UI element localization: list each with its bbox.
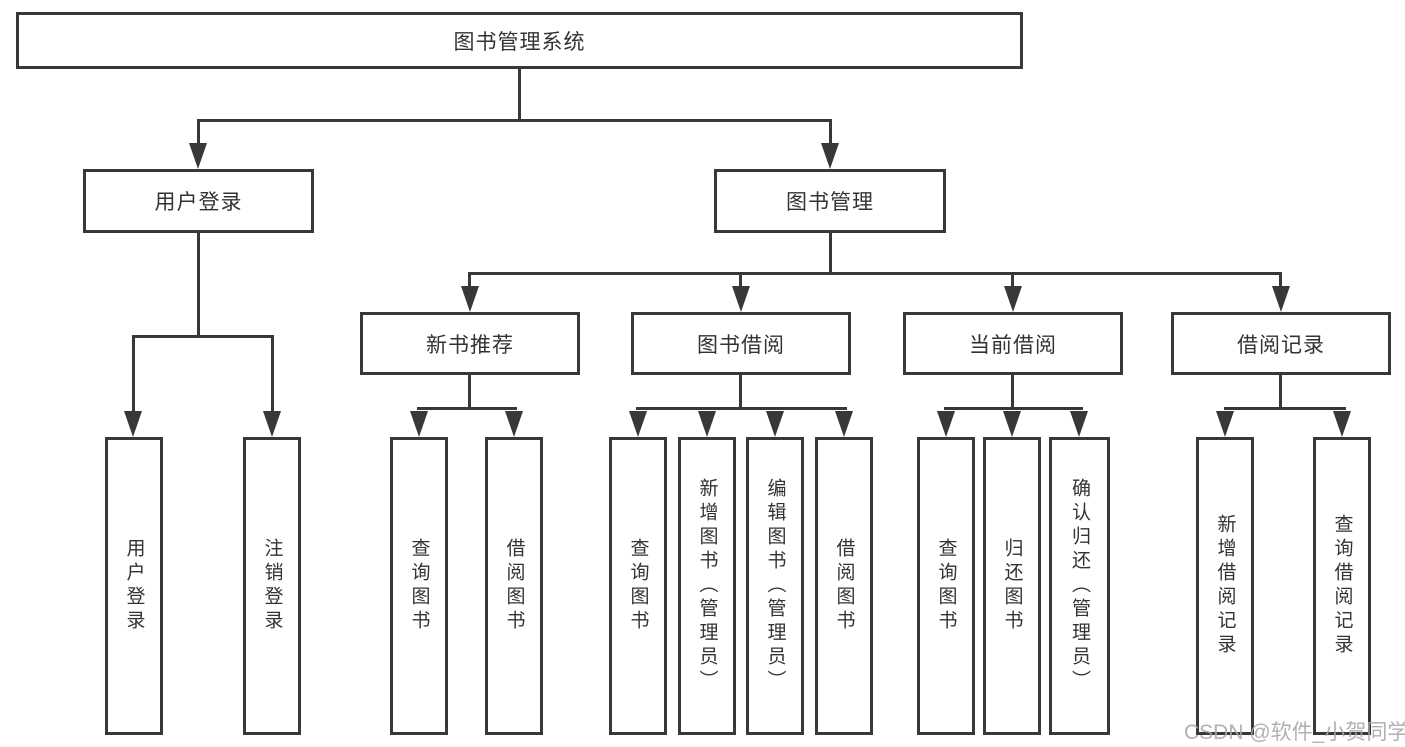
node-current-borrowing: 当前借阅 (903, 312, 1123, 375)
connector-line (518, 68, 521, 120)
leaf-br-add-record: 新增借阅记录 (1196, 437, 1254, 735)
arrow-down-icon (1070, 411, 1088, 437)
connector-line (829, 233, 832, 272)
arrow-down-icon (410, 411, 428, 437)
arrow-down-icon (461, 286, 479, 312)
leaf-bb-borrow-books: 借阅图书 (815, 437, 873, 735)
leaf-cb-return-books: 归还图书 (983, 437, 1041, 735)
arrow-down-icon (1272, 286, 1290, 312)
arrow-down-icon (732, 286, 750, 312)
node-new-book-recommendation: 新书推荐 (360, 312, 580, 375)
arrow-down-icon (629, 411, 647, 437)
leaf-cb-query-books: 查询图书 (917, 437, 975, 735)
node-user-login-group: 用户登录 (83, 169, 314, 233)
leaf-nb-query-books: 查询图书 (390, 437, 448, 735)
node-library-system: 图书管理系统 (16, 12, 1023, 69)
leaf-bb-query-books: 查询图书 (609, 437, 667, 735)
connector-line (197, 119, 200, 145)
node-borrowing-records: 借阅记录 (1171, 312, 1391, 375)
arrow-down-icon (698, 411, 716, 437)
connector-line (468, 272, 1282, 275)
watermark: CSDN @软件_小贺同学 (1184, 721, 1405, 744)
arrow-down-icon (124, 411, 142, 437)
connector-line (468, 375, 471, 407)
node-book-management: 图书管理 (714, 169, 946, 233)
connector-line (636, 407, 847, 410)
leaf-nb-borrow-books: 借阅图书 (485, 437, 543, 735)
connector-line (739, 272, 742, 288)
arrow-down-icon (1004, 286, 1022, 312)
arrow-down-icon (1216, 411, 1234, 437)
connector-line (417, 407, 517, 410)
arrow-down-icon (1333, 411, 1351, 437)
leaf-bb-add-books-admin: 新增图书（管理员） (678, 437, 736, 735)
arrow-down-icon (1003, 411, 1021, 437)
connector-line (944, 407, 1083, 410)
arrow-down-icon (937, 411, 955, 437)
connector-line (271, 335, 274, 413)
connector-line (197, 233, 200, 335)
connector-line (132, 335, 274, 338)
connector-line (1279, 272, 1282, 288)
leaf-logout: 注销登录 (243, 437, 301, 735)
connector-line (1011, 375, 1014, 407)
arrow-down-icon (835, 411, 853, 437)
leaf-user-login: 用户登录 (105, 437, 163, 735)
connector-line (829, 119, 832, 145)
connector-line (197, 119, 832, 122)
connector-line (739, 375, 742, 407)
arrow-down-icon (766, 411, 784, 437)
leaf-bb-edit-books-admin: 编辑图书（管理员） (746, 437, 804, 735)
connector-line (132, 335, 135, 413)
arrow-down-icon (189, 143, 207, 169)
arrow-down-icon (821, 143, 839, 169)
leaf-cb-confirm-return-admin: 确认归还（管理员） (1049, 437, 1110, 735)
connector-line (1279, 375, 1282, 407)
arrow-down-icon (263, 411, 281, 437)
connector-line (1224, 407, 1346, 410)
connector-line (1011, 272, 1014, 288)
leaf-br-query-record: 查询借阅记录 (1313, 437, 1371, 735)
node-book-borrowing: 图书借阅 (631, 312, 851, 375)
connector-line (468, 272, 471, 288)
arrow-down-icon (505, 411, 523, 437)
